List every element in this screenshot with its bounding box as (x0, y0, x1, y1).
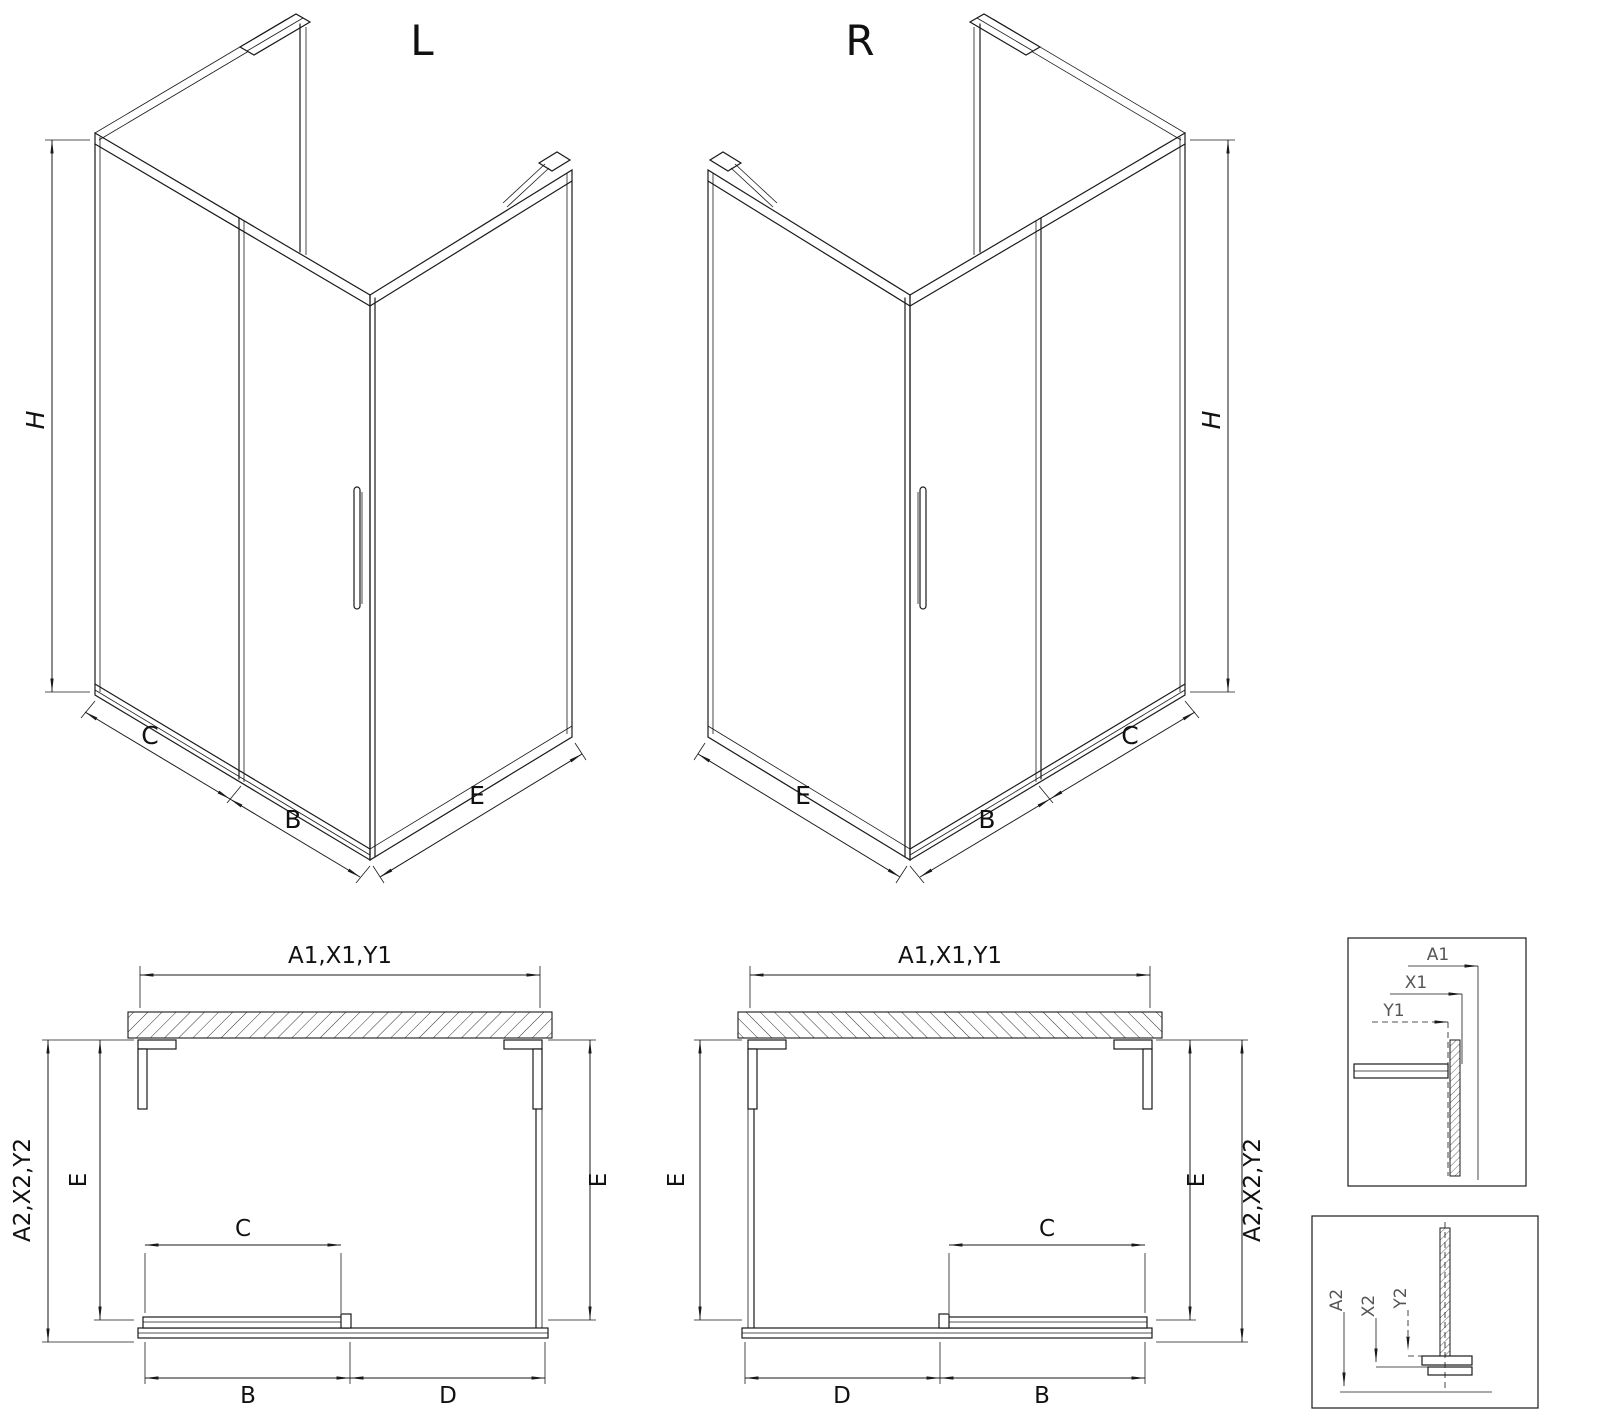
detail-bottom-x2-label: X2 (1359, 1295, 1379, 1317)
plan-left-door-label: B (240, 1383, 256, 1409)
detail-view-top: A1 X1 Y1 (1347, 937, 1527, 1187)
plan-left-width-side-label: A2,X2,Y2 (10, 1138, 36, 1242)
iso-left-title: L (410, 16, 434, 65)
plan-left-width-top-label: A1,X1,Y1 (288, 943, 392, 969)
iso-right-height-label: H (1197, 410, 1226, 429)
plan-left-depth-right-label: E (586, 1173, 612, 1188)
plan-right-depth-left-label: E (664, 1173, 690, 1188)
detail-top-a1-label: A1 (1427, 945, 1449, 965)
detail-bottom-y2-label: Y2 (1391, 1287, 1411, 1309)
iso-right-title: R (845, 16, 874, 65)
iso-view-left (45, 14, 586, 883)
plan-left-depth-left-label: E (66, 1173, 92, 1188)
iso-left-fixed-width-label: C (141, 721, 158, 750)
plan-left-opening-label: C (235, 1216, 251, 1242)
plan-right-width-side-label: A2,X2,Y2 (1240, 1138, 1266, 1242)
iso-left-height-label: H (21, 410, 50, 429)
plan-right-fixed-label: D (833, 1383, 851, 1409)
iso-right-fixed-width-label: C (1121, 721, 1138, 750)
iso-view-right (694, 14, 1235, 883)
plan-right-opening-label: C (1039, 1216, 1055, 1242)
detail-top-x1-label: X1 (1405, 973, 1427, 993)
plan-right-door-label: B (1034, 1383, 1050, 1409)
iso-left-door-width-label: B (284, 805, 301, 834)
iso-right-door-width-label: B (978, 805, 995, 834)
plan-right-width-top-label: A1,X1,Y1 (898, 943, 1002, 969)
detail-view-bottom: A2 X2 Y2 (1311, 1215, 1539, 1409)
plan-left-fixed-label: D (439, 1383, 457, 1409)
iso-left-side-width-label: E (469, 781, 485, 810)
iso-right-side-width-label: E (795, 781, 811, 810)
detail-bottom-a2-label: A2 (1327, 1289, 1347, 1311)
plan-view-right (694, 966, 1248, 1384)
plan-right-depth-right-label: E (1184, 1173, 1210, 1188)
plan-view-left (42, 966, 596, 1384)
detail-top-y1-label: Y1 (1382, 1001, 1404, 1021)
